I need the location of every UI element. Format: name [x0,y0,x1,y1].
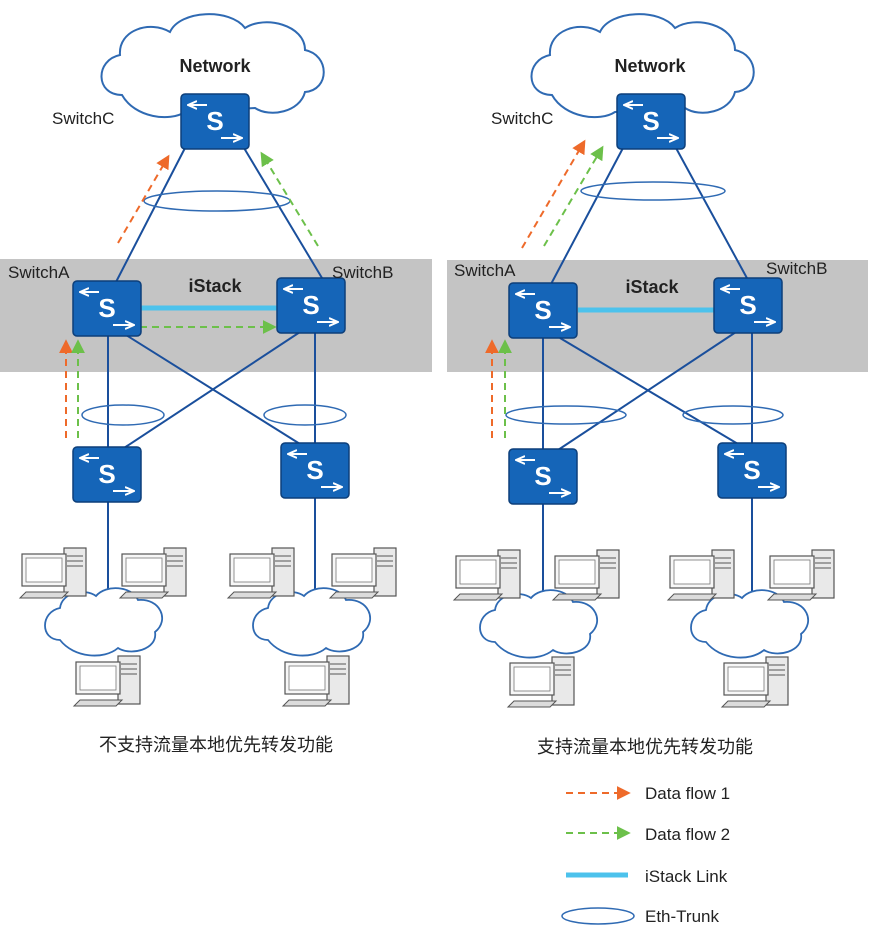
computer-icon [721,656,789,708]
istack-label: iStack [188,276,242,296]
switcha-label: SwitchA [8,263,70,282]
computer-icon [329,547,397,599]
legend-flow2-label: Data flow 2 [645,825,730,844]
cloud-icon [44,587,164,657]
switch-icon [277,278,345,333]
switch-icon [714,278,782,333]
network-label: Network [614,56,686,76]
switch-icon [281,443,349,498]
legend-flow1-label: Data flow 1 [645,784,730,803]
switch-icon [509,449,577,504]
left-caption: 不支持流量本地优先转发功能 [99,735,333,756]
legend-istack-link-label: iStack Link [645,867,728,886]
cloud-icon [100,13,325,119]
legend-eth-trunk-label: Eth-Trunk [645,907,720,926]
switchb-label: SwitchB [332,263,393,282]
cloud-icon [479,589,599,659]
switch-icon [617,94,685,149]
computer-icon [73,655,141,707]
switch-icon [73,281,141,336]
right-caption: 支持流量本地优先转发功能 [537,737,753,758]
computer-icon [227,547,295,599]
switch-icon [73,447,141,502]
switcha-label: SwitchA [454,261,516,280]
computer-icon [19,547,87,599]
computer-icon [507,656,575,708]
computer-icon [767,549,835,601]
switch-icon [718,443,786,498]
computer-icon [453,549,521,601]
cloud-icon [690,589,810,659]
cloud-icon [530,13,755,119]
legend: Data flow 1 Data flow 2 iStack Link Eth-… [561,784,730,926]
switchc-label: SwitchC [52,109,114,128]
right-panel: Network SwitchC SwitchA SwitchB iStack 支… [447,13,868,758]
computer-icon [119,547,187,599]
computer-icon [667,549,735,601]
computer-icon [282,655,350,707]
istack-label: iStack [625,277,679,297]
cloud-icon [252,587,372,657]
switchb-label: SwitchB [766,259,827,278]
switch-icon [509,283,577,338]
switch-icon [181,94,249,149]
left-panel: Network SwitchC SwitchA SwitchB iStack 不… [0,13,432,756]
network-label: Network [179,56,251,76]
switchc-label: SwitchC [491,109,553,128]
